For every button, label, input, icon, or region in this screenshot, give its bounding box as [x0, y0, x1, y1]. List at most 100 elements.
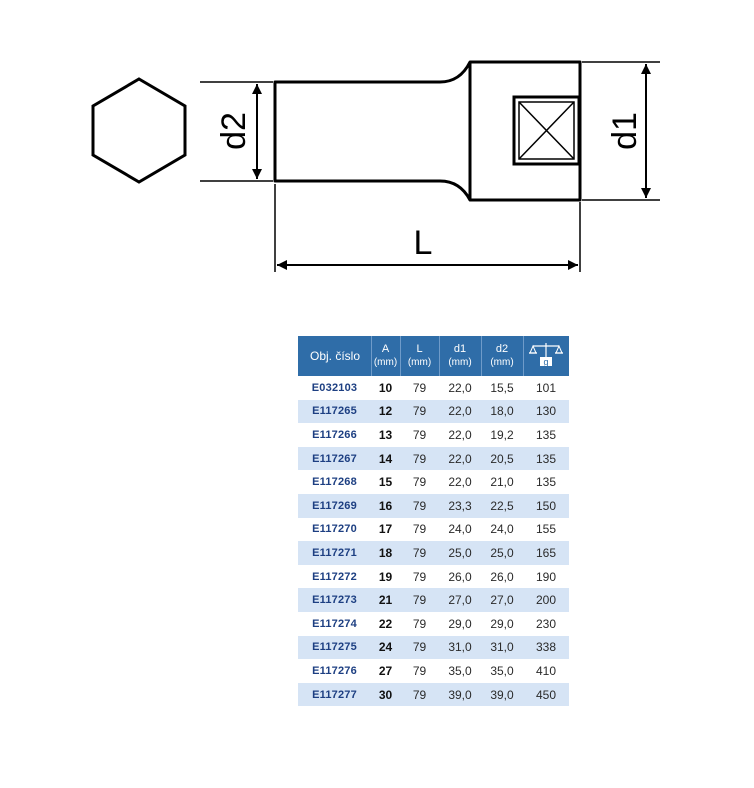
cell-d2: 24,0 [481, 517, 523, 542]
d1-dimension: d1 [582, 61, 660, 201]
cell-code: E117265 [298, 399, 371, 424]
cell-d2: 15,5 [481, 376, 523, 400]
cell-d1: 23,3 [439, 493, 481, 518]
specification-table: Obj. číslo A (mm) L (mm) d1 (mm) d2 (mm) [298, 336, 569, 707]
cell-a: 16 [371, 493, 400, 518]
cell-code: E117270 [298, 517, 371, 542]
cell-weight: 150 [523, 493, 569, 518]
square-drive-icon [512, 95, 581, 166]
cell-l: 79 [400, 446, 439, 471]
cell-d1: 35,0 [439, 659, 481, 683]
cell-d2: 19,2 [481, 423, 523, 447]
hexagon-end-view [91, 77, 187, 184]
cell-l: 79 [400, 541, 439, 565]
cell-a: 27 [371, 659, 400, 683]
cell-d2: 27,0 [481, 588, 523, 612]
header-weight: g [522, 336, 569, 376]
cell-weight: 135 [523, 423, 569, 447]
cell-d2: 35,0 [481, 659, 523, 683]
cell-d1: 26,0 [439, 564, 481, 589]
cell-d2: 21,0 [481, 470, 523, 494]
cell-code: E117268 [298, 470, 371, 494]
cell-d1: 22,0 [439, 376, 481, 400]
cell-d1: 29,0 [439, 611, 481, 636]
cell-l: 79 [400, 564, 439, 589]
cell-a: 14 [371, 446, 400, 471]
cell-a: 19 [371, 564, 400, 589]
header-l: L (mm) [399, 336, 439, 376]
cell-weight: 230 [523, 611, 569, 636]
cell-l: 79 [400, 682, 439, 707]
cell-code: E117273 [298, 588, 371, 612]
cell-d1: 22,0 [439, 399, 481, 424]
cell-a: 15 [371, 470, 400, 494]
cell-l: 79 [400, 611, 439, 636]
cell-d1: 22,0 [439, 470, 481, 494]
cell-d2: 18,0 [481, 399, 523, 424]
cell-a: 22 [371, 611, 400, 636]
cell-weight: 190 [523, 564, 569, 589]
cell-weight: 450 [523, 682, 569, 707]
cell-code: E117275 [298, 635, 371, 660]
cell-weight: 135 [523, 470, 569, 494]
header-d1: d1 (mm) [438, 336, 481, 376]
d2-dimension: d2 [200, 81, 273, 182]
cell-code: E117274 [298, 611, 371, 636]
cell-l: 79 [400, 470, 439, 494]
cell-d1: 22,0 [439, 446, 481, 471]
cell-code: E117272 [298, 564, 371, 589]
cell-l: 79 [400, 399, 439, 424]
cell-l: 79 [400, 493, 439, 518]
cell-a: 24 [371, 635, 400, 660]
cell-d1: 39,0 [439, 682, 481, 707]
cell-d2: 31,0 [481, 635, 523, 660]
cell-d1: 27,0 [439, 588, 481, 612]
cell-code: E032103 [298, 376, 371, 400]
cell-a: 17 [371, 517, 400, 542]
cell-code: E117271 [298, 541, 371, 565]
cell-weight: 130 [523, 399, 569, 424]
cell-code: E117267 [298, 446, 371, 471]
cell-weight: 165 [523, 541, 569, 565]
cell-weight: 338 [523, 635, 569, 660]
cell-l: 79 [400, 635, 439, 660]
table-header-row: Obj. číslo A (mm) L (mm) d1 (mm) d2 (mm) [298, 336, 569, 376]
header-a: A (mm) [370, 336, 400, 376]
cell-d1: 22,0 [439, 423, 481, 447]
cell-weight: 101 [523, 376, 569, 400]
cell-a: 21 [371, 588, 400, 612]
cell-d2: 26,0 [481, 564, 523, 589]
l-dimension: L [274, 184, 581, 272]
cell-code: E117276 [298, 659, 371, 683]
cell-weight: 410 [523, 659, 569, 683]
cell-a: 18 [371, 541, 400, 565]
cell-d2: 20,5 [481, 446, 523, 471]
cell-l: 79 [400, 517, 439, 542]
cell-code: E117266 [298, 423, 371, 447]
d2-label: d2 [215, 112, 253, 150]
cell-d1: 25,0 [439, 541, 481, 565]
cell-code: E117269 [298, 493, 371, 518]
cell-a: 13 [371, 423, 400, 447]
header-d2: d2 (mm) [480, 336, 523, 376]
d1-label: d1 [606, 112, 644, 150]
cell-d2: 29,0 [481, 611, 523, 636]
cell-a: 10 [371, 376, 400, 400]
cell-weight: 200 [523, 588, 569, 612]
header-code: Obj. číslo [298, 336, 371, 376]
cell-d1: 31,0 [439, 635, 481, 660]
svg-text:g: g [544, 357, 549, 367]
cell-d2: 39,0 [481, 682, 523, 707]
